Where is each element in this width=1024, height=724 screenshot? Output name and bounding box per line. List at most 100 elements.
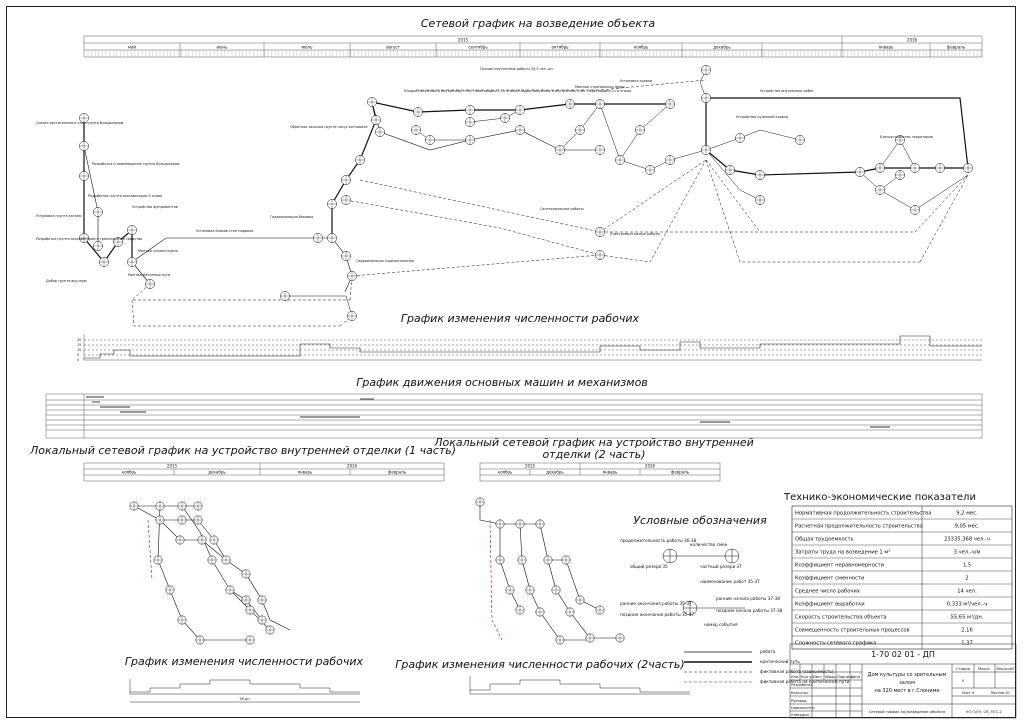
label-landscaping: Благоустройство территории <box>880 135 933 139</box>
event-node <box>535 519 545 529</box>
event-node <box>565 607 575 617</box>
event-node <box>177 501 187 511</box>
local1-month-feb: февраль <box>388 470 407 475</box>
label-crane-columns: Монтаж колонн крана <box>138 249 178 253</box>
label-other-works: Прочие неучтенные работы 29,5 чел.-дн <box>480 67 553 71</box>
label-horizontal-waterproofing: Гидроизоляция горизонтальная <box>356 259 414 263</box>
tep-row-value: 0,333 м³/чел.-ч <box>947 602 987 608</box>
legend-event-number: номер события <box>704 622 738 627</box>
year-2016: 2016 <box>907 38 918 43</box>
workers-scale-0: 0 <box>77 358 79 362</box>
legend-shifts: количество смен <box>690 542 728 547</box>
event-node <box>257 595 267 605</box>
label-topsoil: Срезка растительного слоя грунта бульдоз… <box>36 121 124 125</box>
tep-title: Технико-экономические показатели <box>783 492 976 503</box>
tep-row-label: Расчетная продолжительность строительств… <box>795 524 923 530</box>
tep-row-label: Коэффициент неравномерности <box>795 563 884 569</box>
tep-row-label: Коэффициент сменности <box>795 576 864 582</box>
event-node <box>175 535 185 545</box>
stamp-person-1: Разработал <box>791 683 813 687</box>
legend-total-reserve: общий резерв 35 <box>630 564 668 569</box>
event-node <box>245 635 255 645</box>
legend-work: работа <box>760 649 776 654</box>
event-node <box>347 271 357 281</box>
event-node <box>221 555 231 565</box>
event-node <box>475 497 485 507</box>
event-node <box>795 135 805 145</box>
workers1-graph <box>129 679 360 703</box>
event-node <box>665 99 675 109</box>
event-node <box>701 93 711 103</box>
event-node <box>413 107 423 117</box>
stamp-org: УО ГрГУ, СК, ПГС-2 <box>966 710 1002 714</box>
event-node <box>615 155 625 165</box>
stamp-project-1: Дом культуры со зрительным <box>868 672 947 678</box>
event-node <box>543 555 553 565</box>
event-node <box>515 125 525 135</box>
event-node <box>595 227 605 237</box>
event-node <box>895 135 905 145</box>
event-node <box>551 585 561 595</box>
event-node <box>127 225 137 235</box>
machines-table <box>45 393 983 439</box>
legend-duration: продолжительность работы 36-38 <box>620 538 697 543</box>
label-side-waterproofing: Гидроизоляция боковая <box>270 215 313 219</box>
stamp-scale-label: Масштаб <box>996 667 1014 671</box>
stamp-sheets: Листов 10 <box>990 691 1010 695</box>
event-node <box>495 555 505 565</box>
month-december: декабрь <box>713 45 731 50</box>
label-compaction: Установка грунта катком <box>36 214 82 218</box>
tep-row-label: Среднее число рабочих <box>795 589 860 595</box>
event-node <box>375 127 385 137</box>
event-node <box>665 155 675 165</box>
machines-title: График движения основных машин и механиз… <box>356 376 648 389</box>
local1-year-2015: 2015 <box>167 464 178 469</box>
event-node <box>79 113 89 123</box>
local2-title-line2: отделки (2 часть) <box>542 448 645 461</box>
stamp-project-2: залом <box>899 680 915 686</box>
event-node <box>193 515 203 525</box>
event-node <box>341 175 351 185</box>
event-node <box>79 233 89 243</box>
tep-row-label: Коэффициент выработки <box>795 602 865 608</box>
tep-row-value: 9,05 мес. <box>955 524 980 530</box>
local2-year-2015: 2015 <box>525 464 536 469</box>
label-foundations: Устройство фундаментов <box>132 205 178 209</box>
label-backfill: Обратная засыпка грунта пазух котлована <box>290 125 367 129</box>
event-node <box>241 569 251 579</box>
day-ticks <box>87 50 981 57</box>
tep-border <box>791 505 1013 650</box>
workers2-graph <box>469 676 690 695</box>
workers-scale-5: 5 <box>77 353 79 357</box>
event-node <box>855 167 865 177</box>
tep-row-value: 55,65 м³/дн. <box>951 615 984 621</box>
event-node <box>575 595 585 605</box>
month-february: февраль <box>947 45 966 50</box>
event-node <box>935 163 945 173</box>
event-node <box>555 145 565 155</box>
legend-dummy-critical: фиктивная работа на критическом пути <box>760 679 850 684</box>
workers-title: График изменения численности рабочих <box>401 312 640 325</box>
event-node <box>963 163 973 173</box>
local2-year-2016: 2016 <box>645 464 656 469</box>
workers1-title: График изменения численности рабочих <box>125 655 364 668</box>
label-excavator-dump: Разработка грунта экскаватором 5 отвал <box>88 194 162 198</box>
stamp-role-kol: Кол.уч. <box>801 675 815 679</box>
workers-scale-15: 15 <box>77 343 81 347</box>
label-crane-track: Монтаж бетонных пути <box>128 273 170 277</box>
network-labels: Срезка растительного слоя грунта бульдоз… <box>36 67 933 283</box>
tep-row-value: 23335,368 чел.-ч <box>944 537 990 543</box>
event-node <box>535 607 545 617</box>
local1-month-nov: ноябрь <box>122 470 137 475</box>
event-node <box>165 585 175 595</box>
event-node <box>645 165 655 175</box>
stamp-person-3: Руковод. <box>791 699 808 703</box>
tep-row-label: Совмещенность строительных процессов <box>795 628 910 634</box>
legend-late-start: поздние начала работы 37-38 <box>716 608 783 613</box>
event-node <box>411 125 421 135</box>
event-node <box>515 105 525 115</box>
drawing-frame <box>6 6 1016 718</box>
event-node <box>755 170 765 180</box>
tep-row-value: 9,2 мес. <box>956 511 978 517</box>
